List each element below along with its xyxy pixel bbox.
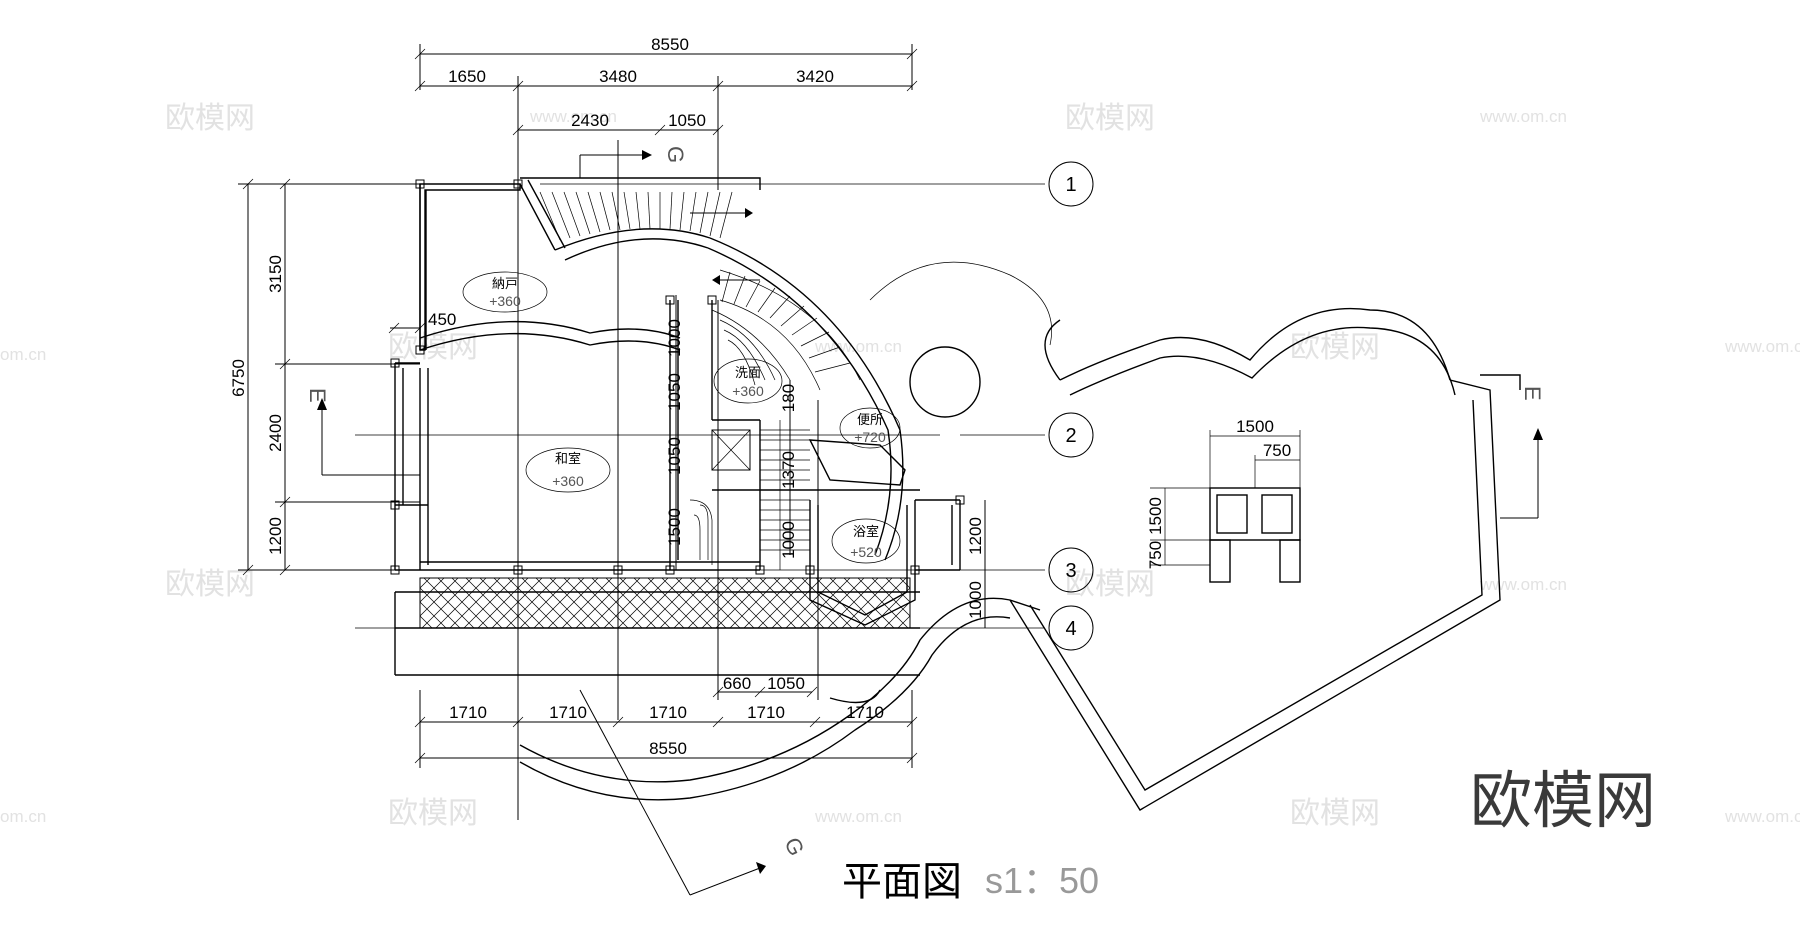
watermark-text: 欧模网 (165, 567, 255, 602)
watermark-text: 欧模网 (1065, 567, 1155, 602)
axis-bubble-4 (1048, 605, 1094, 651)
room-level-toilet: +720 (854, 429, 886, 445)
dim-mid-2: 1050 (665, 373, 684, 411)
dim-bottom-sub-2: 1050 (767, 674, 805, 693)
dim-right-2: 1000 (966, 581, 985, 619)
columns (390, 179, 965, 575)
watermark-url: www.om.cn (1724, 807, 1800, 826)
room-label-bath: 浴室 (853, 524, 879, 540)
dim-top-total: 8550 (651, 35, 689, 54)
veranda-hatch (419, 577, 911, 629)
watermark-url: www.om.cn (529, 107, 617, 126)
drawing-title: 平面図 (842, 859, 962, 905)
dim-bottom-1: 1710 (449, 703, 487, 722)
dim-mid-4: 1500 (665, 508, 684, 546)
stair-lower (689, 420, 810, 570)
left-dimension-chain: 6750 3150 2400 1200 450 (229, 178, 456, 576)
stair-upper (539, 191, 753, 241)
watermark-url: www.om.cn (1479, 107, 1567, 126)
watermark-text: 欧模网 (1290, 796, 1380, 831)
watermark-text: 欧模网 (388, 796, 478, 831)
room-toilet: 便所 +720 (839, 407, 901, 449)
dim-mid-7: 1000 (779, 521, 798, 559)
terrace-paving (519, 261, 1521, 811)
middle-dimensions: 1000 1050 1050 1500 180 1370 1000 1200 1… (665, 295, 986, 628)
room-washitsu: 和室 +360 (525, 447, 611, 493)
dim-bottom-sub-1: 660 (723, 674, 751, 693)
stair-spiral (711, 269, 861, 391)
room-label-washroom: 洗面 (735, 366, 761, 381)
dim-left-total: 6750 (229, 359, 248, 397)
dim-right-1: 1200 (966, 517, 985, 555)
axis-label-1: 1 (1065, 174, 1076, 196)
dim-bottom-5: 1710 (846, 703, 884, 722)
axis-label-2: 2 (1065, 425, 1076, 447)
room-bath: 浴室 +520 (831, 518, 901, 564)
watermark-url: www.om.cn (814, 337, 902, 356)
watermark-url: om.cn (0, 345, 46, 364)
dim-detail-h2: 750 (1146, 541, 1165, 569)
room-level-washitsu: +360 (552, 473, 584, 489)
watermark-url: om.cn (0, 807, 46, 826)
section-mark-g-bottom: G (779, 834, 809, 860)
dim-mid-1: 1000 (665, 319, 684, 357)
dim-left-2: 2400 (266, 414, 285, 452)
room-level-bath: +520 (850, 544, 882, 560)
room-label-washitsu: 和室 (555, 451, 581, 467)
room-nando: 納戸 +360 (462, 271, 548, 313)
watermark-url: www.om.cn (1724, 337, 1800, 356)
watermark-text: 欧模网 (1290, 330, 1380, 365)
dim-top-sub-2: 1050 (668, 111, 706, 130)
dim-bottom-3: 1710 (649, 703, 687, 722)
dim-detail-w1: 1500 (1236, 417, 1274, 436)
section-mark-g-top: G (663, 146, 688, 163)
dim-detail-w2: 750 (1263, 441, 1291, 460)
watermark-text: 欧模网 (1065, 101, 1155, 136)
detail-structure: 1500 750 1500 750 (1146, 417, 1301, 583)
dim-detail-h1: 1500 (1146, 497, 1165, 535)
watermark-url: www.om.cn (1479, 575, 1567, 594)
dim-top-1: 1650 (448, 67, 486, 86)
dim-mid-6: 1370 (779, 451, 798, 489)
dim-mid-5: 180 (779, 384, 798, 412)
watermark-layer: 欧模网 欧模网 www.om.cn www.om.cn om.cn 欧模网 ww… (0, 101, 1800, 837)
top-dimension-chain: 8550 1650 3480 3420 2430 1050 (414, 35, 918, 820)
dim-top-3: 3420 (796, 67, 834, 86)
section-mark-e-right: E (1520, 386, 1545, 401)
dim-left-1: 3150 (266, 255, 285, 293)
section-markers: G G E E (305, 146, 1545, 896)
dim-bottom-total: 8550 (649, 739, 687, 758)
room-label-nando: 納戸 (492, 277, 518, 292)
room-washroom: 洗面 +360 (713, 358, 783, 404)
drawing-scale: s1：50 (985, 860, 1099, 901)
dim-left-3: 1200 (266, 517, 285, 555)
axis-bubble-1 (1048, 161, 1094, 207)
watermark-url: www.om.cn (814, 807, 902, 826)
watermark-text: 欧模网 (165, 101, 255, 136)
watermark-logo: 欧模网 (1470, 764, 1656, 837)
dim-bottom-2: 1710 (549, 703, 587, 722)
axis-label-3: 3 (1065, 560, 1076, 582)
axis-bubble-2 (1048, 412, 1094, 458)
dim-top-2: 3480 (599, 67, 637, 86)
axis-label-4: 4 (1065, 618, 1076, 640)
dim-top-sub-1: 2430 (571, 111, 609, 130)
axis-bubble-3 (1048, 547, 1094, 593)
grid-axes: 1 2 3 4 (355, 161, 1094, 651)
dim-mid-3: 1050 (665, 437, 684, 475)
dim-left-inner: 450 (428, 310, 456, 329)
watermark-text: 欧模网 (388, 330, 478, 365)
dim-bottom-4: 1710 (747, 703, 785, 722)
room-level-nando: +360 (489, 293, 521, 309)
room-label-toilet: 便所 (857, 413, 883, 428)
section-mark-e-left: E (305, 388, 330, 403)
room-level-washroom: +360 (732, 383, 764, 399)
